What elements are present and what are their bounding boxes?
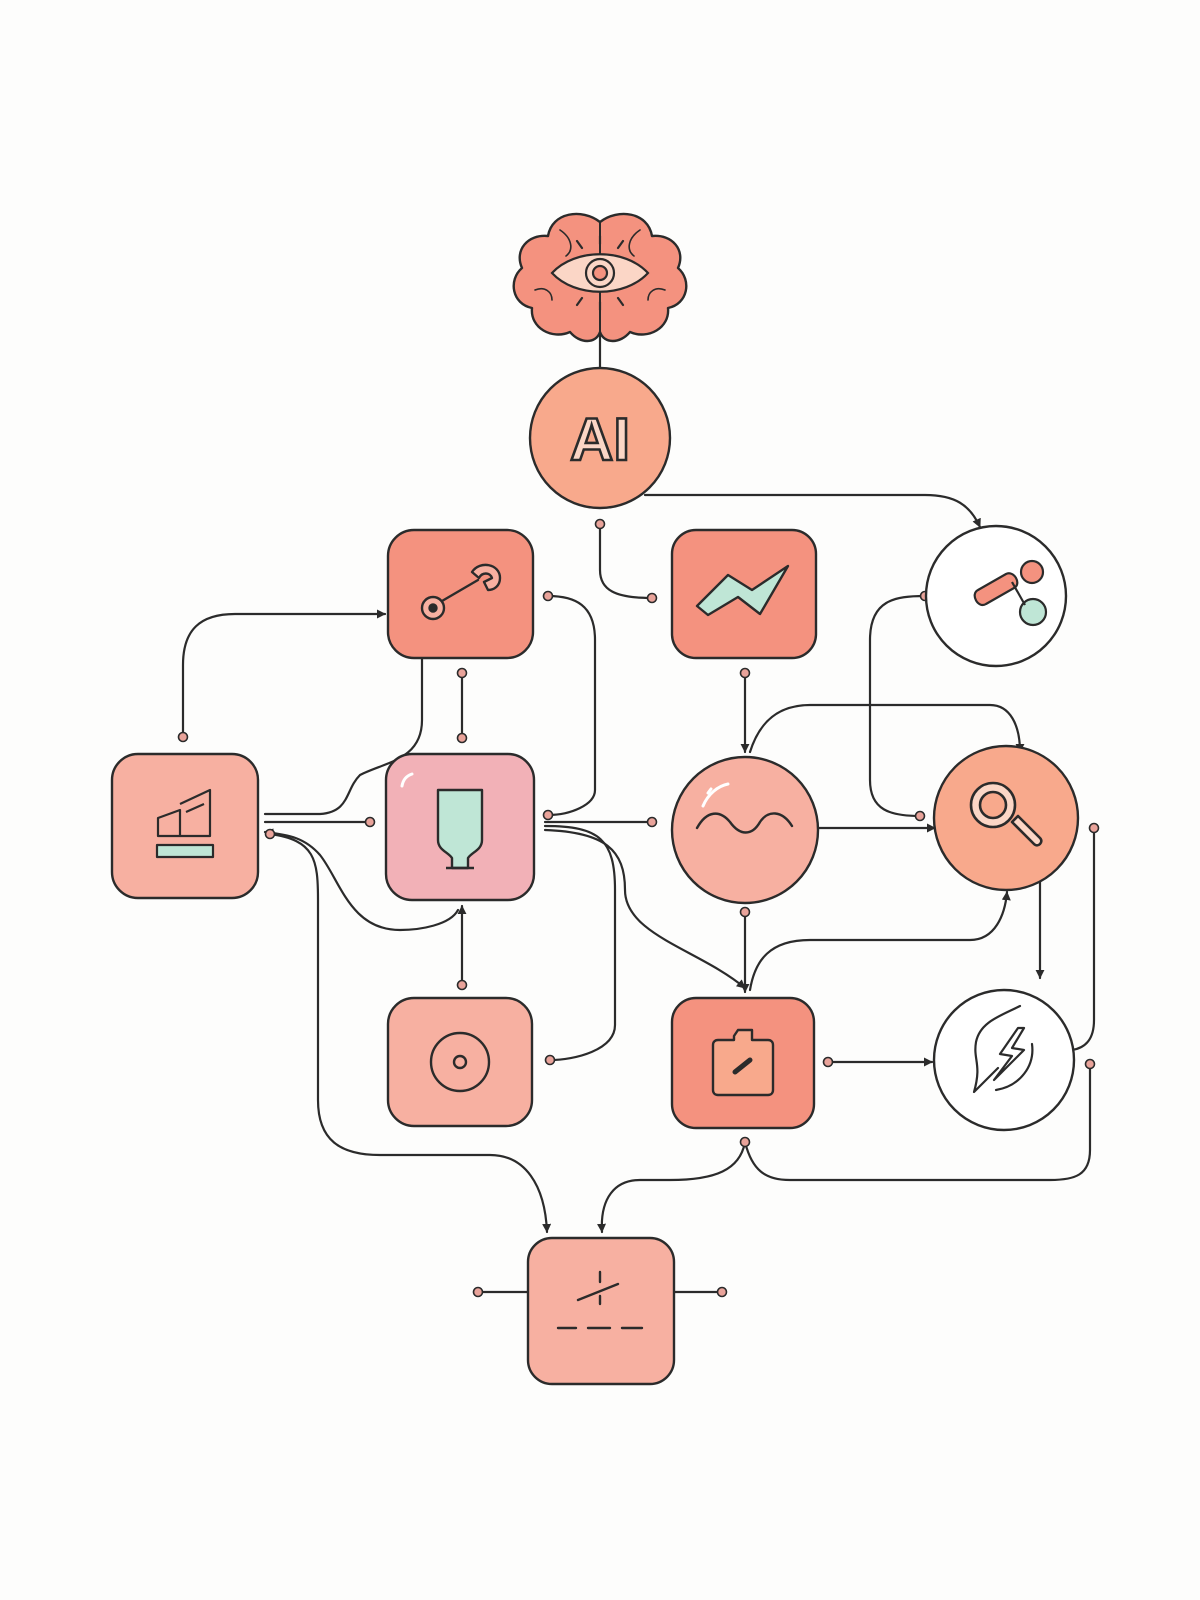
chart-blocks-icon: [155, 788, 215, 859]
divide-icon: [556, 1270, 644, 1330]
edge-toggle-search: [868, 594, 927, 818]
eye-icon: [550, 234, 650, 312]
toggle-switch-icon: [973, 559, 1048, 627]
edge-bolt-bag-return: [743, 1062, 1092, 1182]
wave-node[interactable]: [670, 755, 820, 905]
edge-chart-divide: [268, 832, 552, 1234]
edge-tool-right: [546, 594, 597, 817]
chart-node[interactable]: [110, 752, 260, 900]
ai-label: AI: [570, 406, 630, 473]
search-node[interactable]: [932, 744, 1080, 892]
disc-node[interactable]: [386, 996, 534, 1128]
ai-node[interactable]: AI: [528, 366, 672, 510]
edge-tool-cup-bus: [263, 656, 424, 816]
target-icon: [429, 1031, 491, 1093]
lock-bag-icon: [711, 1028, 775, 1097]
cup-icon: [436, 788, 484, 870]
edge-search-bolt-side: [1070, 826, 1096, 1052]
edge-ai-toggle: [643, 493, 982, 529]
edge-bag-divide: [597, 1140, 747, 1234]
cup-node[interactable]: [384, 752, 536, 902]
edge-bag-search: [748, 890, 1011, 992]
edge-wave-loop: [748, 703, 1025, 754]
connector-dots: [177, 518, 1100, 1298]
edge-chart-tool: [181, 609, 387, 739]
trend-node[interactable]: [670, 528, 818, 660]
edge-ai-trend: [598, 522, 654, 600]
divide-node[interactable]: [526, 1236, 676, 1386]
edge-cup-disc: [543, 824, 617, 1062]
edge-cup-chart-back: [263, 828, 460, 932]
brain-node[interactable]: [512, 212, 688, 343]
bolt-node[interactable]: [932, 988, 1076, 1132]
tool-node[interactable]: [386, 528, 535, 660]
lightning-icon: [972, 1004, 1034, 1094]
zigzag-trend-icon: [695, 564, 790, 617]
bag-node[interactable]: [670, 996, 816, 1130]
magnifier-icon: [969, 781, 1043, 847]
connectors: [181, 334, 1096, 1294]
toggle-node[interactable]: [924, 524, 1068, 668]
wave-icon: [695, 812, 794, 834]
wrench-icon: [420, 563, 502, 621]
edge-cup-bag: [543, 828, 747, 990]
